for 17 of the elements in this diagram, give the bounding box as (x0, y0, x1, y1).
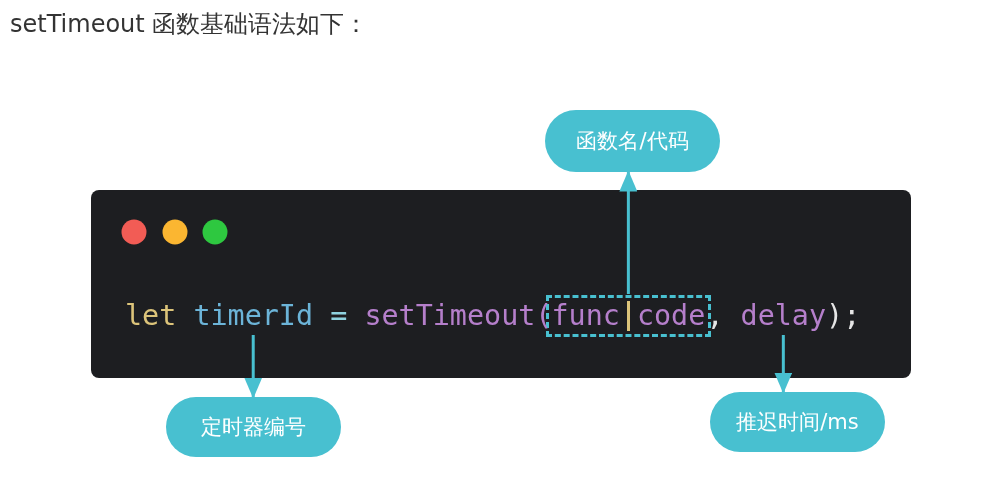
code-token: delay (740, 299, 827, 333)
code-token: func (551, 299, 620, 333)
code-token: let (125, 299, 177, 333)
code-token: ); (826, 299, 861, 333)
code-token: , (706, 299, 724, 333)
code-token: code (636, 299, 706, 333)
title: setTimeout 函数基础语法如下： (10, 9, 369, 40)
arrow (774, 335, 793, 394)
callout-bubble: 函数名/代码 (545, 110, 720, 172)
arrow (244, 335, 263, 399)
arrow (619, 170, 638, 294)
callout-bubble: 推迟时间/ms (710, 392, 885, 452)
callout-bubble: 定时器编号 (166, 397, 341, 457)
code-token: setTimeout( (364, 299, 553, 333)
code-window (91, 190, 911, 378)
code-token: timerId (193, 299, 314, 333)
code-token: = (330, 299, 348, 333)
